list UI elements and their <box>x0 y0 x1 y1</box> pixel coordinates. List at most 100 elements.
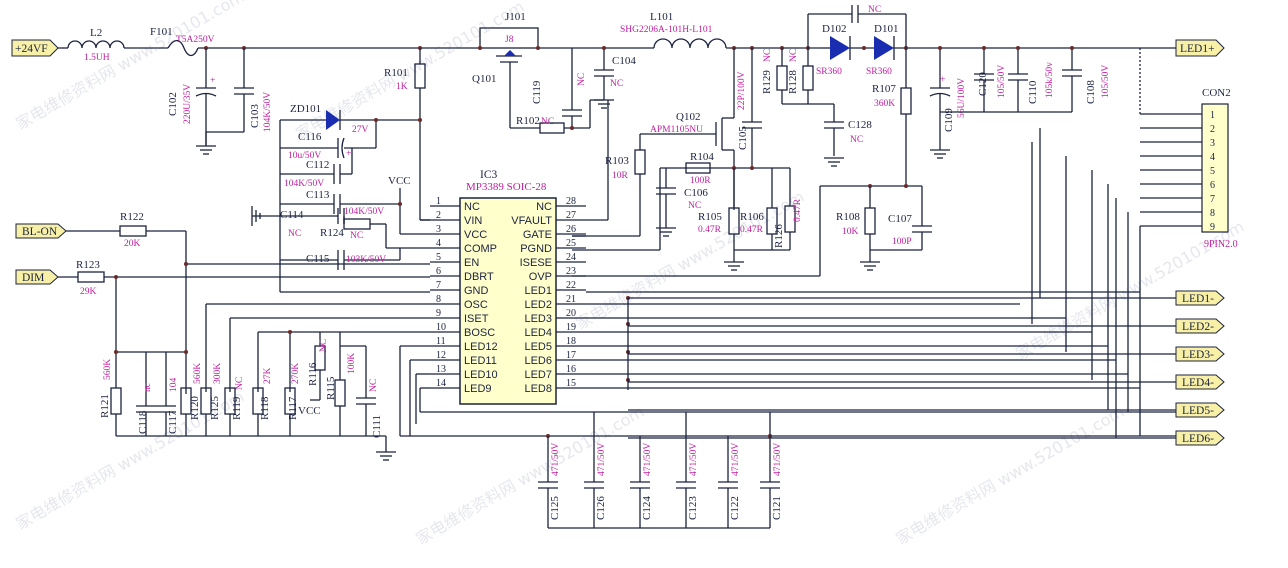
inductor-l101 <box>653 38 727 49</box>
port-label-led-minus: LED6- <box>1182 433 1214 445</box>
ref-c128: C128 <box>848 119 872 131</box>
ic-left-pin-name: LED9 <box>464 383 492 395</box>
ic-right-pin-name: LED2 <box>524 299 552 311</box>
ic-right-pin-number: 17 <box>566 350 576 361</box>
val-r107: 360K <box>874 99 895 109</box>
ref-r108: R108 <box>836 211 860 223</box>
port-flag-led-minus <box>1175 318 1225 334</box>
led-cap-value: 471/50V <box>773 443 783 476</box>
ref-r107: R107 <box>872 83 896 95</box>
ic-right-pin-number: 20 <box>566 308 576 319</box>
val-c117: 104 <box>169 378 179 393</box>
val-r117: 270K <box>291 363 301 384</box>
val-c116: 10u/50V <box>288 151 321 161</box>
ic-left-pin-name: GND <box>464 285 489 297</box>
left-net-wiring: ZD101 27V + C116 10u/50V C112 104K/50V C… <box>15 103 430 461</box>
port-flag-led-minus <box>1175 402 1225 418</box>
connector-con2 <box>1201 103 1229 233</box>
diode-d101 <box>874 36 894 60</box>
val-c128: NC <box>850 135 863 145</box>
port-label-led-minus: LED4- <box>1182 377 1214 389</box>
val-c106: NC <box>688 201 701 211</box>
val-r123: 29K <box>80 287 97 297</box>
val-r104: 100R <box>690 176 711 186</box>
port-label-dim: DIM <box>22 272 44 284</box>
ref-c107: C107 <box>888 213 912 225</box>
val-c112: 104K/50V <box>284 179 324 189</box>
ref-r125: R125 <box>209 396 221 420</box>
ref-d101: D101 <box>874 23 898 35</box>
ref-c119: C119 <box>531 80 543 104</box>
connector-pin-number: 8 <box>1210 208 1215 219</box>
val-c107: 100P <box>892 237 912 247</box>
connector-pin-number: 7 <box>1210 194 1215 205</box>
ref-r119: R119 <box>231 396 243 420</box>
ref-c106: C106 <box>684 187 708 199</box>
val-c111: NC <box>369 379 379 392</box>
ref-c105: C105 <box>737 126 749 150</box>
watermark: 家电维修资料网 www.520101.com <box>13 0 248 133</box>
ic-right-pin-name: LED1 <box>524 285 552 297</box>
val-c118: nc <box>143 383 153 392</box>
ref-r104: R104 <box>690 151 714 163</box>
ic-right-pin-name: LED3 <box>524 313 552 325</box>
val-r120: 560K <box>193 363 203 384</box>
watermark: 家电维修资料网 www.520101.com <box>893 402 1128 549</box>
ic-right-pin-name: VFAULT <box>511 215 552 227</box>
ic-left-pin-number: 13 <box>436 364 446 375</box>
load-switch-q101: J101 J8 Q101 R101 1K R102 NC C119 NC <box>384 11 636 221</box>
val-r105: 0.47R <box>698 225 722 235</box>
ref-r129: R129 <box>761 70 773 94</box>
ref-c110: C110 <box>1027 80 1039 104</box>
val-f101: T5A250V <box>176 35 215 45</box>
val-r103: 10R <box>612 171 629 181</box>
connector-pin-number: 5 <box>1210 166 1215 177</box>
port-flag-led-minus <box>1175 430 1225 446</box>
port-label-bl-on: BL-ON <box>22 226 58 238</box>
port-flag-bl-on <box>15 223 67 239</box>
ic-left-pin-name: EN <box>464 257 479 269</box>
val-c115: 103K/50V <box>346 255 386 265</box>
output-stage: R107 360K R108 10K C107 100P + C109 56U/… <box>572 46 1111 277</box>
vcc-label-2: VCC <box>298 405 321 417</box>
connector-ref: CON2 <box>1202 87 1231 99</box>
ic-right-pin-name: LED7 <box>524 369 552 381</box>
port-flag-dim <box>15 269 59 285</box>
watermark: 家电维修资料网 www.520101.com <box>413 402 648 549</box>
val-r119: NC <box>235 377 245 390</box>
ic-right-pin-name: LED4 <box>524 327 552 339</box>
ic-left-pin-name: OSC <box>464 299 488 311</box>
ref-r122: R122 <box>120 211 144 223</box>
led-cap-ref: C124 <box>641 496 653 520</box>
led-cap-value: 471/50V <box>689 443 699 476</box>
ic-left-pin-name: LED10 <box>464 369 498 381</box>
val-r122: 20K <box>124 239 141 249</box>
ic-right-pin-name: LED5 <box>524 341 552 353</box>
ic-right-pin-name: LED8 <box>524 383 552 395</box>
diode-d102 <box>830 36 850 60</box>
input-power-stage: +24VF L2 1.5UH F101 T5A250V + C102 220U/… <box>11 26 480 155</box>
ic-right-pin-number: 21 <box>566 294 576 305</box>
inductor-l2 <box>67 40 125 49</box>
val-r101: 1K <box>396 82 408 92</box>
ref-c116: C116 <box>298 131 322 143</box>
ref-r118: R118 <box>259 396 271 420</box>
ic-right-pin-number: 27 <box>566 210 576 221</box>
ref-d102: D102 <box>822 23 846 35</box>
fuse-f101 <box>167 39 199 57</box>
ref-c112: C112 <box>306 159 329 171</box>
ref-c108: C108 <box>1085 80 1097 104</box>
val-c114: NC <box>288 229 301 239</box>
val-c110: 105k/50v <box>1045 62 1055 98</box>
ic-left-pin-name: ISET <box>464 313 489 325</box>
val-r126: 0.47R <box>793 198 803 222</box>
ic-left-pin-number: 4 <box>436 238 441 249</box>
ref-c115: C115 <box>306 253 330 265</box>
port-label-led-minus: LED3- <box>1182 349 1214 361</box>
ref-r102: R102 <box>516 115 540 127</box>
ref-q102: Q102 <box>676 111 700 123</box>
ref-c120: C120 <box>977 72 989 96</box>
port-flag-24vf <box>11 39 59 57</box>
port-flag-led-minus <box>1175 290 1225 306</box>
ref-r123: R123 <box>76 259 100 271</box>
